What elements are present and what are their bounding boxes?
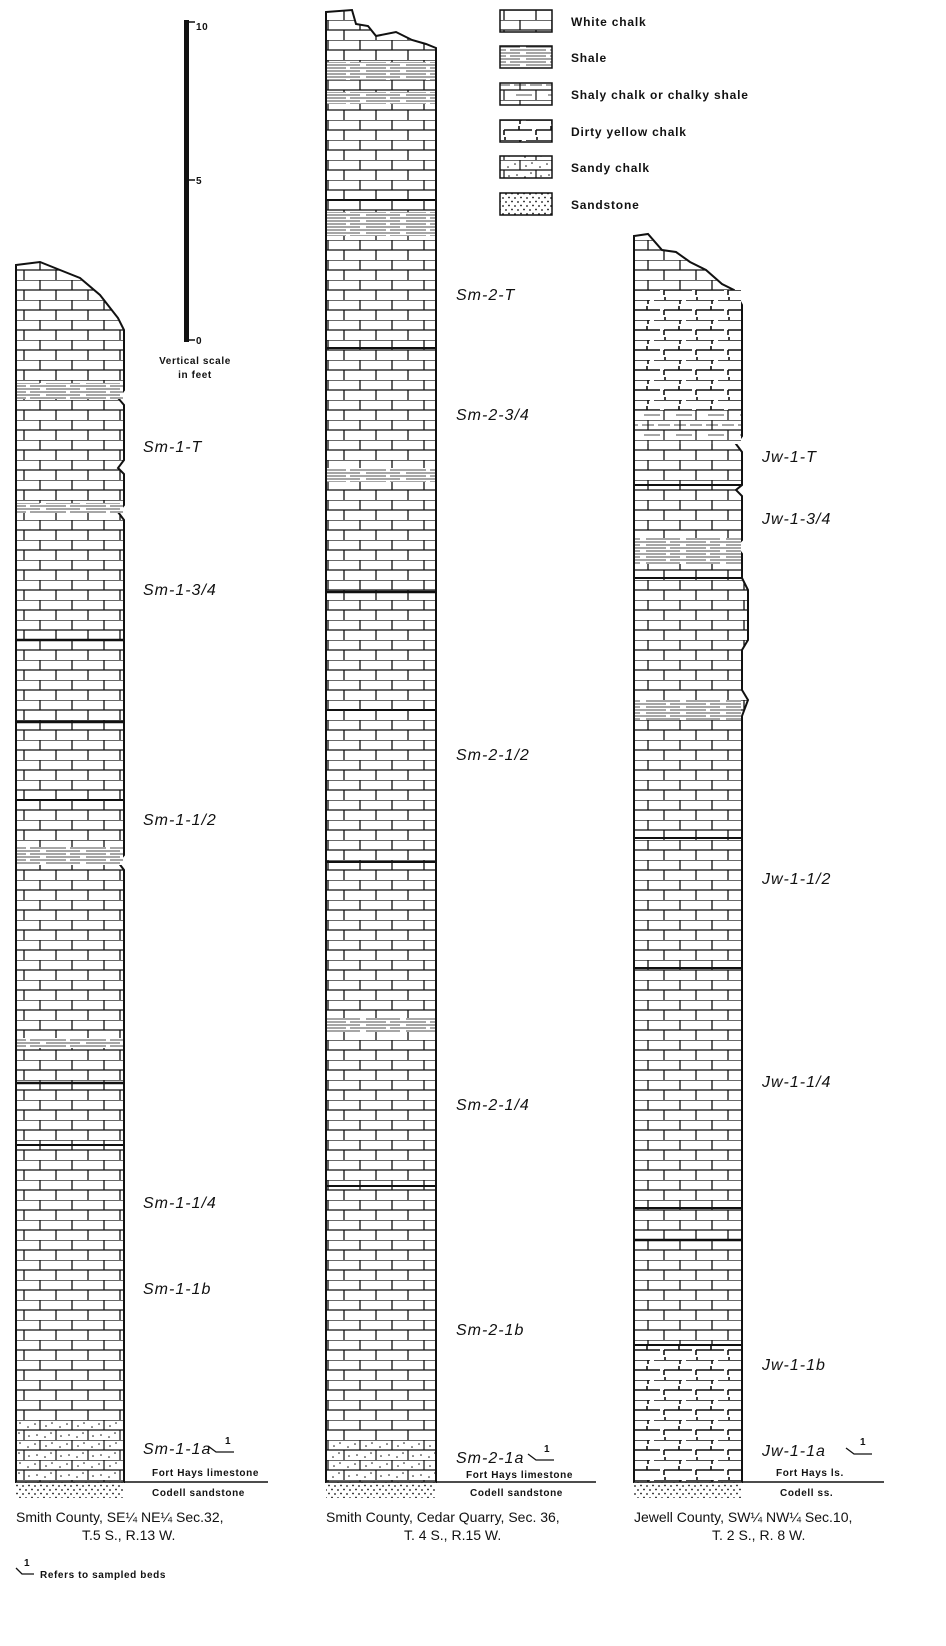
sampled-bed-footnote-mark: 1 [860, 1437, 866, 1448]
sampled-bed-footnote-mark: 1 [544, 1444, 550, 1455]
sm2-label-1-2: Sm-2-1/2 [456, 747, 530, 764]
section-column-jw1: Jw-1-T Jw-1-3/4 Jw-1-1/2 Jw-1-1/4 Jw-1-1… [633, 232, 884, 1543]
jw1-shale-bed [635, 538, 741, 564]
sm2-shale-bed [327, 468, 435, 482]
shaly-chalk-swatch [499, 82, 553, 106]
sm1-shale-bed [17, 847, 123, 865]
footnote: 1 Refers to sampled beds [15, 1558, 166, 1581]
sm2-underlying-label: Codell sandstone [470, 1488, 563, 1499]
jw1-caption-line1: Jewell County, SW¼ NW¼ Sec.10, [634, 1509, 852, 1525]
sm2-sandstone-base [326, 1482, 436, 1498]
jw1-dirty-yellow-chalk-bed [635, 290, 741, 410]
sm2-shale-bed [327, 1018, 435, 1032]
footnote-text: Refers to sampled beds [40, 1570, 166, 1581]
jw1-shaly-chalk-bed [635, 410, 741, 444]
legend-item-sandy-chalk: Sandy chalk [499, 155, 650, 179]
scale-tick-5: 5 [196, 176, 202, 187]
sm2-shale-bed [327, 212, 435, 236]
sampled-bed-marker [15, 1567, 34, 1575]
jw1-dirty-yellow-chalk-bed [635, 1345, 741, 1482]
sm1-sandy-chalk-bed [17, 1420, 123, 1482]
sampled-bed-marker [527, 1453, 554, 1461]
sm2-shale-bed [327, 62, 435, 80]
jw1-label-1a: Jw-1-1a [761, 1443, 826, 1460]
section-column-sm2: Sm-2-T Sm-2-3/4 Sm-2-1/2 Sm-2-1/4 Sm-2-1… [325, 8, 596, 1543]
sm1-label-1a: Sm-1-1a [143, 1441, 211, 1458]
sampled-bed-footnote-mark: 1 [225, 1436, 231, 1447]
sm2-label-t: Sm-2-T [456, 287, 516, 304]
sm1-caption-line2: T.5 S., R.13 W. [82, 1527, 175, 1543]
jw1-label-1-4: Jw-1-1/4 [761, 1074, 831, 1091]
footnote-mark: 1 [24, 1558, 30, 1569]
scale-tick-10: 10 [196, 22, 208, 33]
sampled-bed-marker [845, 1447, 872, 1455]
shale-swatch [499, 45, 553, 69]
white-chalk-swatch [499, 9, 553, 33]
legend-item-white-chalk: White chalk [499, 9, 646, 33]
sm2-label-1b: Sm-2-1b [456, 1322, 524, 1339]
sm2-caption-line1: Smith County, Cedar Quarry, Sec. 36, [326, 1509, 560, 1525]
jw1-caption-line2: T. 2 S., R. 8 W. [712, 1527, 805, 1543]
sm1-shale-bed [17, 1038, 123, 1048]
legend-item-sandstone: Sandstone [499, 192, 640, 216]
jw1-label-t: Jw-1-T [761, 449, 817, 466]
sm2-label-1a: Sm-2-1a [456, 1450, 524, 1467]
sandstone-swatch [499, 192, 553, 216]
legend-item-shaly-chalk: Shaly chalk or chalky shale [499, 82, 749, 106]
dirty-yellow-chalk-swatch [499, 119, 553, 143]
sm1-label-t: Sm-1-T [143, 439, 203, 456]
legend-label: Shale [571, 51, 607, 65]
section-column-sm1: Sm-1-T Sm-1-3/4 Sm-1-1/2 Sm-1-1/4 Sm-1-1… [15, 260, 268, 1543]
jw1-underlying-label: Codell ss. [780, 1488, 833, 1499]
sm1-column [15, 260, 125, 1483]
scale-caption-line2: in feet [178, 370, 212, 381]
sm1-sandstone-base [16, 1482, 124, 1498]
scale-bar [184, 20, 189, 342]
legend-label: White chalk [571, 15, 646, 29]
sm2-caption-line2: T. 4 S., R.15 W. [404, 1527, 501, 1543]
sm2-label-3-4: Sm-2-3/4 [456, 407, 530, 424]
sm1-shale-bed [17, 503, 123, 513]
legend-item-shale: Shale [499, 45, 607, 69]
jw1-label-1-2: Jw-1-1/2 [761, 871, 831, 888]
legend-label: Sandstone [571, 198, 640, 212]
legend: White chalk Shale Shaly chalk or chalky … [499, 9, 749, 216]
jw1-base-label: Fort Hays ls. [776, 1468, 844, 1479]
jw1-shale-bed [635, 700, 741, 720]
jw1-label-1b: Jw-1-1b [761, 1357, 826, 1374]
sm1-label-3-4: Sm-1-3/4 [143, 582, 217, 599]
sm1-label-1-4: Sm-1-1/4 [143, 1195, 217, 1212]
scale-tick-0: 0 [196, 336, 202, 347]
sm1-label-1b: Sm-1-1b [143, 1281, 211, 1298]
sandy-chalk-swatch [499, 155, 553, 179]
sampled-bed-marker [207, 1445, 234, 1453]
sm2-sandy-chalk-bed [327, 1440, 435, 1482]
sm1-caption-line1: Smith County, SE¼ NE¼ Sec.32, [16, 1509, 224, 1525]
scale-caption-line1: Vertical scale [159, 356, 231, 367]
sm2-base-label: Fort Hays limestone [466, 1470, 573, 1481]
jw1-sandstone-base [634, 1482, 742, 1498]
jw1-label-3-4: Jw-1-3/4 [761, 511, 831, 528]
legend-label: Sandy chalk [571, 161, 650, 175]
vertical-scale-bar: 10 5 0 Vertical scale in feet [159, 20, 231, 381]
sm1-label-1-2: Sm-1-1/2 [143, 812, 217, 829]
sm1-shale-bed [17, 383, 123, 399]
sm2-shale-bed [327, 92, 435, 104]
legend-label: Dirty yellow chalk [571, 125, 687, 139]
sm1-underlying-label: Codell sandstone [152, 1488, 245, 1499]
legend-label: Shaly chalk or chalky shale [571, 88, 749, 102]
legend-item-dirty-yellow-chalk: Dirty yellow chalk [499, 119, 687, 143]
sm2-label-1-4: Sm-2-1/4 [456, 1097, 530, 1114]
sm1-base-label: Fort Hays limestone [152, 1468, 259, 1479]
